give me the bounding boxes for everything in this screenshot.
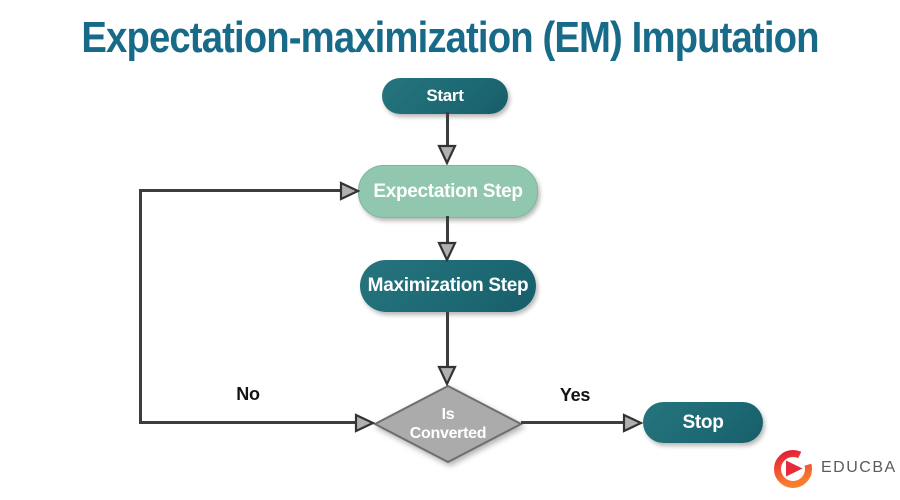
educba-logo-icon	[774, 446, 816, 488]
page-title: Expectation-maximization (EM) Imputation	[81, 13, 819, 62]
connector-no-loop-top	[139, 189, 342, 192]
connector-expectation-to-maximization	[446, 216, 449, 244]
educba-logo-text: EDUCBA	[821, 459, 897, 476]
edge-label-yes: Yes	[559, 385, 591, 405]
node-stop: Stop	[643, 402, 763, 443]
node-start: Start	[382, 78, 508, 114]
arrowhead-down-icon	[437, 365, 457, 386]
connector-no-loop-vertical	[139, 189, 142, 424]
node-maximization-step: Maximization Step	[360, 260, 536, 312]
connector-maximization-to-decision	[446, 312, 449, 368]
arrowhead-down-icon	[437, 241, 457, 262]
node-decision-is-converted: Is Converted	[373, 385, 523, 463]
decision-label: Is Converted	[373, 385, 523, 463]
diamond-shape-icon	[373, 385, 523, 463]
node-expectation-step: Expectation Step	[358, 165, 538, 218]
connector-start-to-expectation	[446, 112, 449, 146]
arrowhead-down-icon	[437, 144, 457, 165]
edge-label-no: No	[236, 384, 260, 404]
decision-label-line2: Converted	[409, 425, 487, 442]
educba-logo: EDUCBA	[772, 446, 897, 490]
decision-label-line1: Is	[441, 406, 455, 423]
arrowhead-right-icon	[339, 181, 360, 201]
arrowhead-right-icon	[354, 413, 375, 433]
connector-decision-to-stop	[521, 421, 624, 424]
arrowhead-right-icon	[622, 413, 643, 433]
connector-no-loop-bottom	[139, 421, 357, 424]
